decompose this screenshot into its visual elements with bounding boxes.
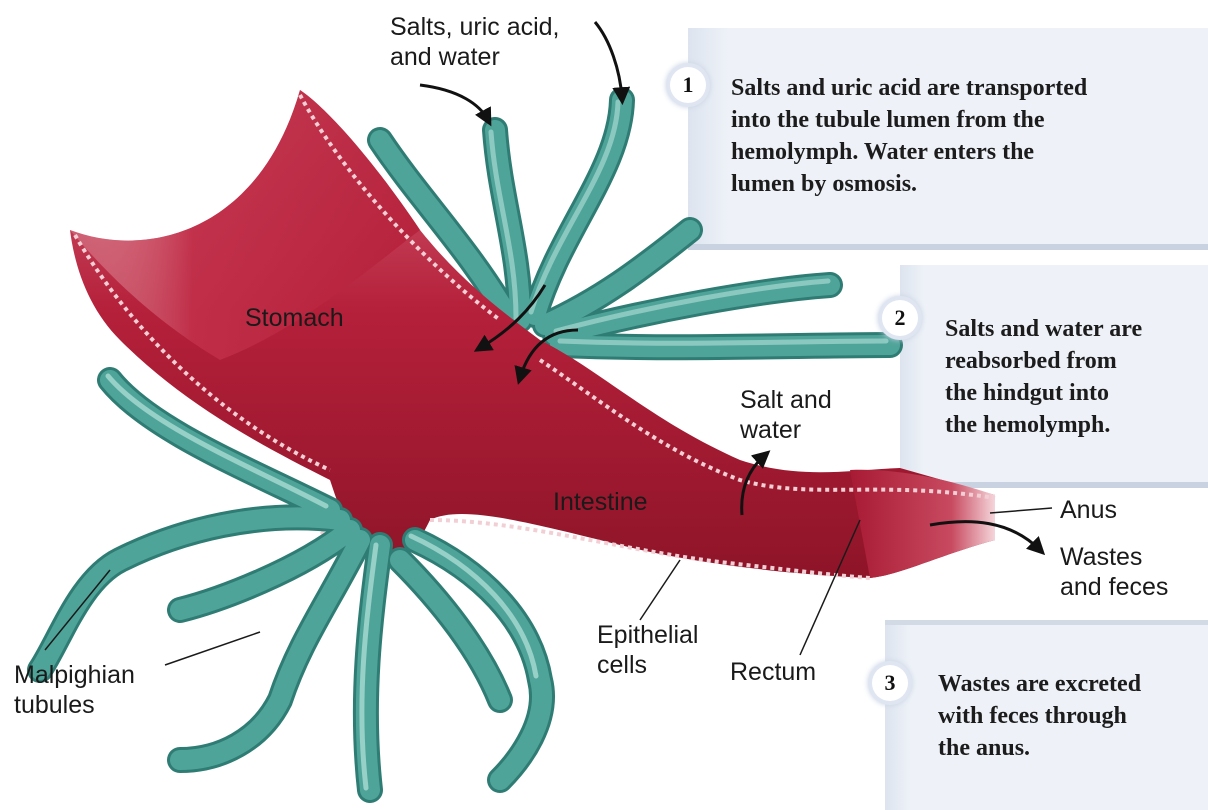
step-2-text: Salts and water are reabsorbed from the … [945, 313, 1142, 441]
label-epithelial-cells: Epithelial cells [597, 620, 698, 680]
step-3-badge: 3 [872, 665, 908, 701]
label-intestine: Intestine [553, 487, 648, 517]
step-2-badge: 2 [882, 300, 918, 336]
step-1-badge: 1 [670, 67, 706, 103]
label-stomach: Stomach [245, 303, 344, 333]
label-salt-and-water: Salt and water [740, 385, 832, 445]
label-rectum: Rectum [730, 657, 816, 687]
step-1-text: Salts and uric acid are transported into… [731, 72, 1087, 200]
label-wastes-feces: Wastes and feces [1060, 542, 1168, 602]
label-anus: Anus [1060, 495, 1117, 525]
step-3-text: Wastes are excreted with feces through t… [938, 668, 1141, 764]
label-malpighian-tubules: Malpighian tubules [14, 660, 135, 720]
label-salts-uric-water: Salts, uric acid, and water [390, 12, 560, 72]
